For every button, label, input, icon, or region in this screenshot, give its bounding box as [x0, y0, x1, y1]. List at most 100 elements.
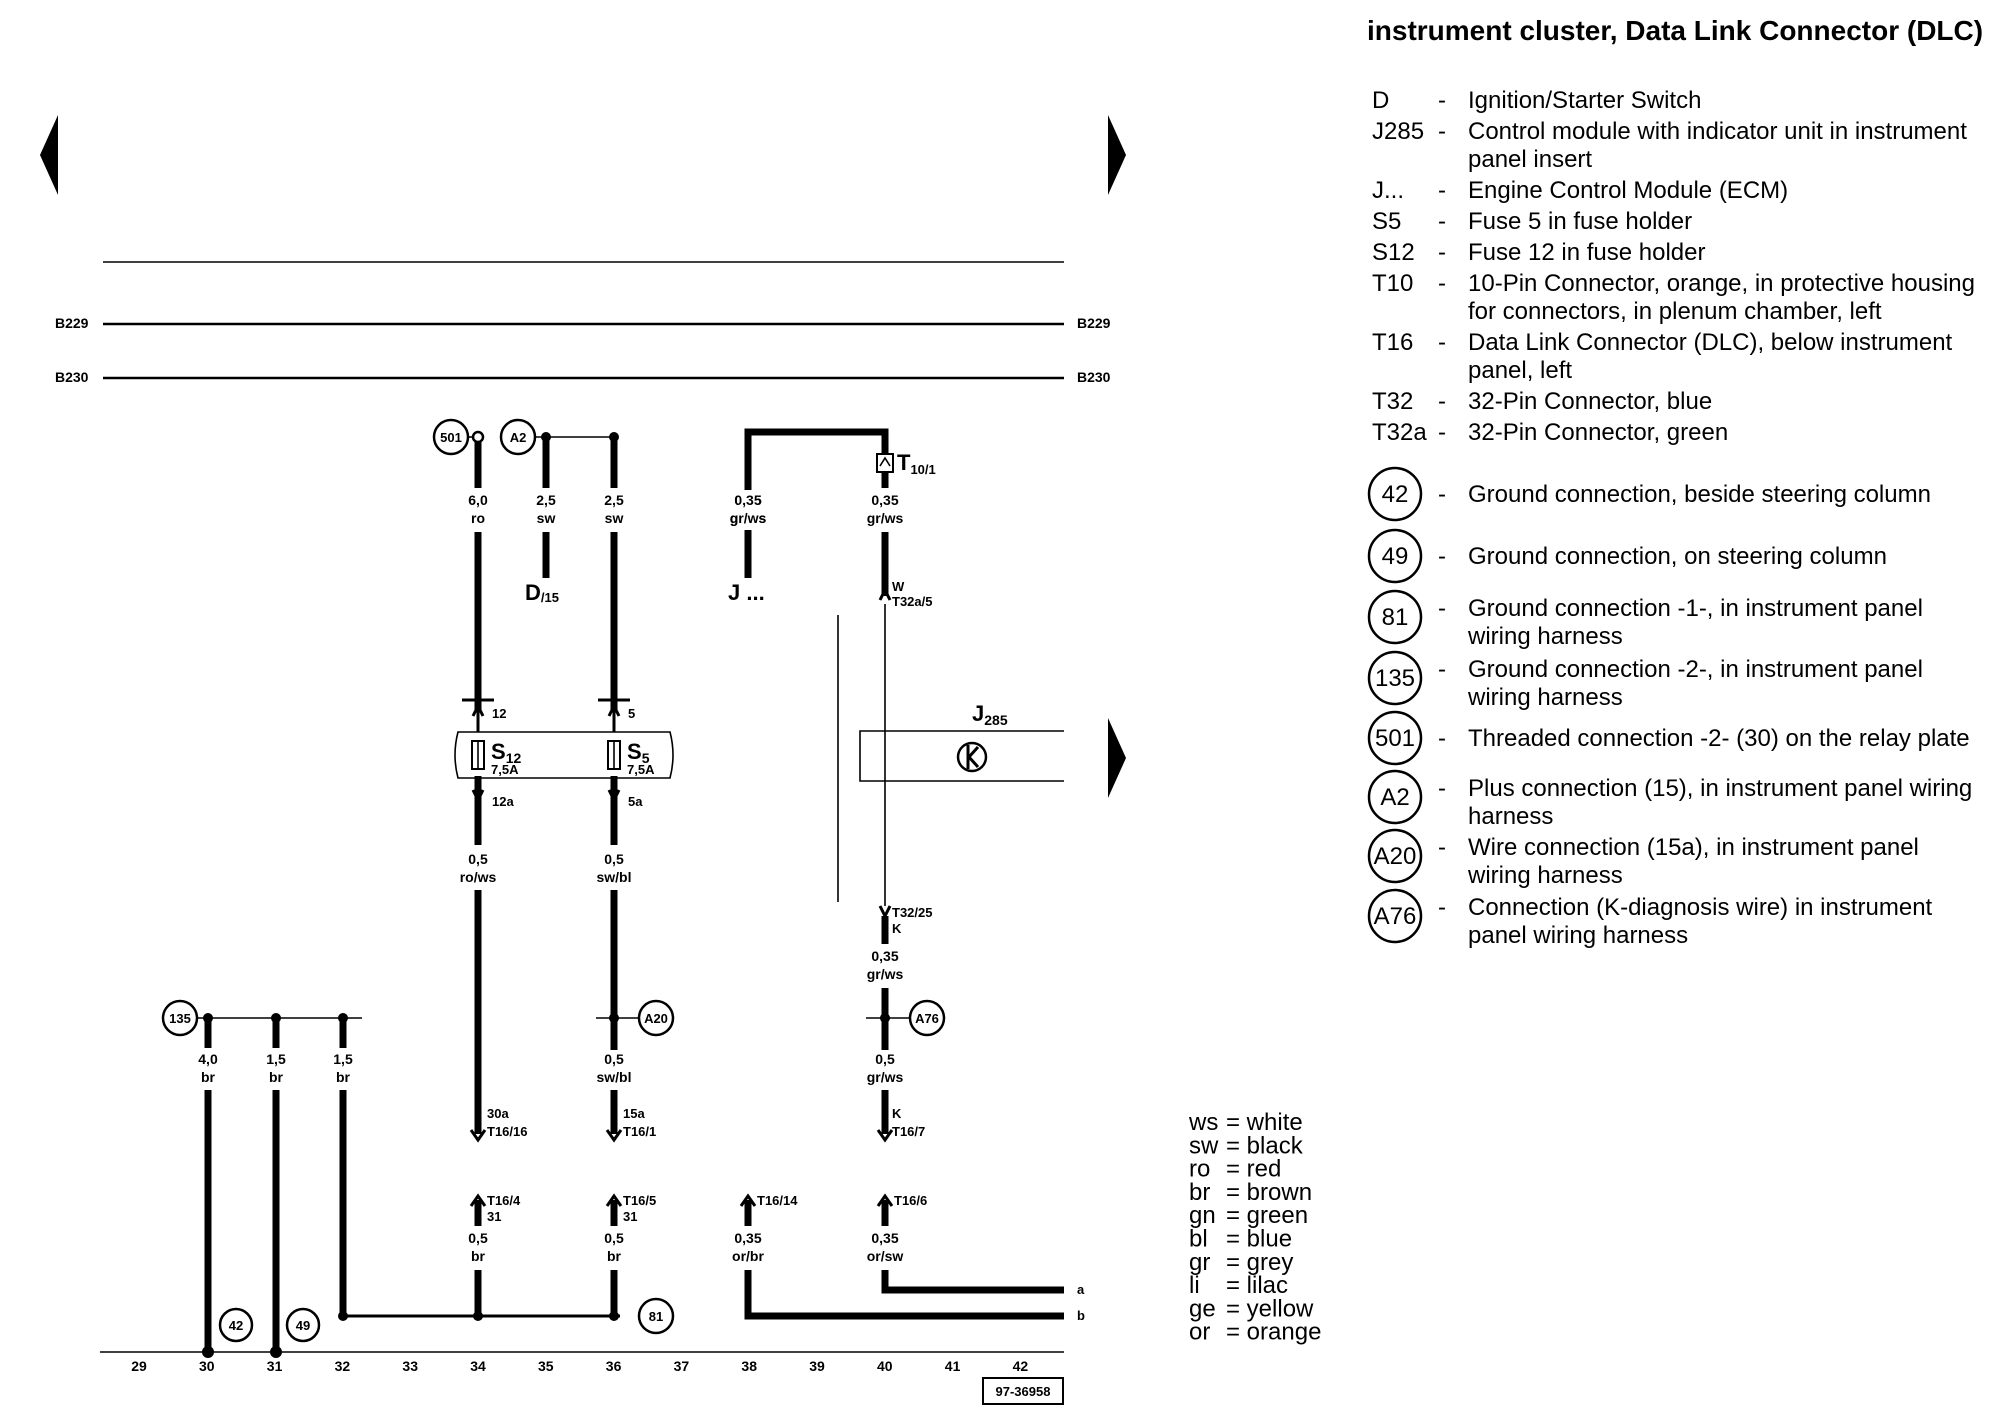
track-number: 40	[877, 1358, 893, 1374]
node-legend-row: 81-Ground connection -1-, in instrument …	[1367, 589, 1923, 650]
legend-dash: -	[1438, 208, 1446, 235]
legend-desc: Control module with indicator unit in in…	[1468, 118, 1967, 145]
bus-b229: B229 B229	[55, 315, 1111, 331]
color-abbr: gn	[1189, 1202, 1216, 1229]
wire-color: gr/ws	[867, 1069, 904, 1085]
wire-gauge: 0,5	[875, 1051, 895, 1067]
node-legend-code: 81	[1382, 604, 1409, 631]
track-number: 29	[131, 1358, 147, 1374]
legend-desc: panel, left	[1468, 357, 1572, 384]
track-number: 38	[741, 1358, 757, 1374]
track-number: 33	[402, 1358, 418, 1374]
wire-color: br	[336, 1069, 351, 1085]
wire-color: sw	[605, 510, 624, 526]
legend-desc: 32-Pin Connector, blue	[1468, 388, 1712, 415]
track-number: 42	[1013, 1358, 1029, 1374]
node-legend-circle	[1367, 828, 1423, 884]
legend-dash: -	[1438, 543, 1446, 570]
legend-code: S5	[1372, 208, 1401, 235]
legend-desc: Data Link Connector (DLC), below instrum…	[1468, 329, 1953, 356]
bus-label-right: B229	[1077, 315, 1111, 331]
legend-dash: -	[1438, 388, 1446, 415]
track-number: 37	[674, 1358, 690, 1374]
node-legend-code: 135	[1375, 665, 1415, 692]
legend-desc: Fuse 5 in fuse holder	[1468, 208, 1692, 235]
fuse-s12-rating: 7,5A	[491, 762, 519, 777]
node-label: A2	[510, 430, 527, 445]
legend-code: T32a	[1372, 419, 1427, 446]
legend-desc: panel insert	[1468, 146, 1592, 173]
legend-dash: -	[1438, 270, 1446, 297]
node-label: A20	[644, 1011, 668, 1026]
track-number: 34	[470, 1358, 486, 1374]
color-name: = lilac	[1226, 1272, 1288, 1299]
fuse-pin-out: 12a	[492, 794, 514, 809]
legend-desc: wiring harness	[1467, 684, 1623, 711]
legend-row: T10-10-Pin Connector, orange, in protect…	[1372, 270, 1975, 325]
cavity-31: 31	[623, 1209, 637, 1224]
node-81	[637, 1297, 675, 1335]
legend-row: T32-32-Pin Connector, blue	[1372, 388, 1712, 415]
wire-gauge: 1,5	[333, 1051, 353, 1067]
wire-gauge: 0,35	[871, 1230, 898, 1246]
node-legend: 42-Ground connection, beside steering co…	[1367, 466, 1972, 949]
continue-arrow-icon[interactable]	[1108, 718, 1126, 798]
cavity-30a: 30a	[487, 1106, 509, 1121]
legend-dash: -	[1438, 775, 1446, 802]
node-legend-code: A76	[1374, 903, 1417, 930]
bus-label-left: B230	[55, 369, 89, 385]
node-legend-circle	[1367, 769, 1423, 825]
legend-code: S12	[1372, 239, 1415, 266]
fuse-pin-out: 5a	[628, 794, 643, 809]
bus-label-left: B229	[55, 315, 89, 331]
pin-t16-5: T16/5	[623, 1193, 656, 1208]
color-abbr: gr	[1189, 1249, 1210, 1276]
node-label: 81	[649, 1309, 663, 1324]
track-number: 31	[267, 1358, 283, 1374]
prev-page-arrow-icon[interactable]	[40, 115, 58, 195]
node-legend-code: A2	[1380, 784, 1409, 811]
legend-code: T10	[1372, 270, 1413, 297]
node-legend-row: A2-Plus connection (15), in instrument p…	[1367, 769, 1972, 830]
wire-color: ro/ws	[460, 869, 497, 885]
color-abbr: sw	[1189, 1132, 1219, 1159]
legend-desc: 32-Pin Connector, green	[1468, 419, 1728, 446]
pin-t16-6: T16/6	[894, 1193, 927, 1208]
next-page-arrow-icon[interactable]	[1108, 115, 1126, 195]
ignition-switch-label: D/15	[525, 580, 559, 605]
legend-desc: Ignition/Starter Switch	[1468, 87, 1701, 114]
color-abbr: ge	[1189, 1295, 1216, 1322]
fuse-s5-label: S5	[627, 739, 650, 766]
node-a76	[908, 999, 946, 1037]
wire-gauge: 1,5	[266, 1051, 286, 1067]
legend-dash: -	[1438, 118, 1446, 145]
color-name: = white	[1226, 1109, 1303, 1136]
fuse-pin-in: 12	[492, 706, 506, 721]
color-name: = brown	[1226, 1179, 1312, 1206]
wire-gauge: 0,5	[468, 1230, 488, 1246]
node-legend-circle	[1367, 528, 1423, 584]
legend-desc: Ground connection -2-, in instrument pan…	[1468, 656, 1923, 683]
legend-desc: wiring harness	[1467, 862, 1623, 889]
pin-t16-7: T16/7	[892, 1124, 925, 1139]
node-label: 42	[229, 1318, 243, 1333]
wire-color: sw	[537, 510, 556, 526]
legend-code: J...	[1372, 177, 1404, 204]
connector-t10-label: T10/1	[897, 450, 936, 477]
diagnosis-icon	[956, 741, 988, 773]
pin-t32a-5: T32a/5	[892, 594, 932, 609]
wire-color: br	[607, 1248, 622, 1264]
legend-desc: harness	[1468, 803, 1553, 830]
legend-desc: Wire connection (15a), in instrument pan…	[1468, 834, 1919, 861]
wire-gauge: 0,5	[604, 1051, 624, 1067]
node-legend-circle	[1367, 710, 1423, 766]
legend-code: D	[1372, 87, 1389, 114]
bus-b230: B230 B230	[55, 369, 1111, 385]
track-number: 41	[945, 1358, 961, 1374]
legend-desc: panel wiring harness	[1468, 922, 1688, 949]
circuit-k-diagnosis: T10/1 0,35 gr/ws W T32a/5 J285 T32/25 K …	[837, 450, 1064, 1143]
legend-desc: 10-Pin Connector, orange, in protective …	[1468, 270, 1975, 297]
